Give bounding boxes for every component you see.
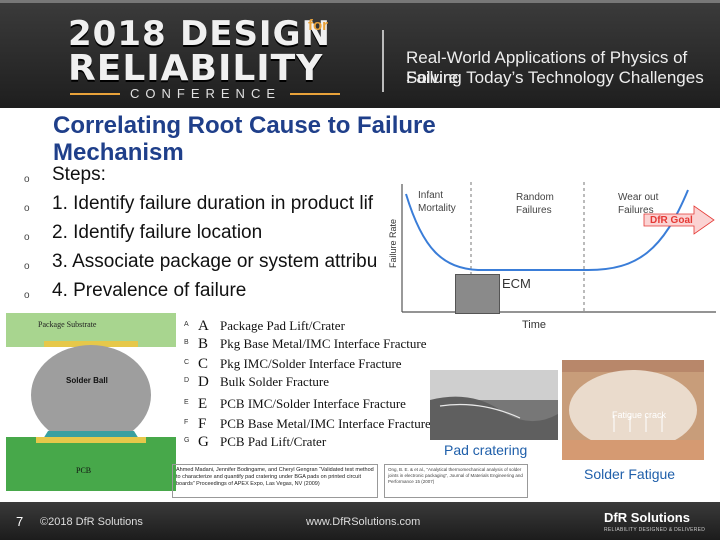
site-letter: B <box>198 336 209 352</box>
site-letter: A <box>198 318 209 334</box>
dfr-goal-label: DfR Goal <box>650 215 693 226</box>
logo-for: for <box>308 17 328 34</box>
pcb-pad <box>36 437 146 443</box>
solder-fatigue-caption: Solder Fatigue <box>584 466 676 482</box>
reference-2: Ong, B. E. & et al., “Analytical thermom… <box>384 464 528 498</box>
bullet-text: 1. Identify failure duration in product … <box>52 193 374 214</box>
site-description: Package Pad Lift/Crater <box>220 318 345 333</box>
site-letter: G <box>198 434 209 450</box>
conference-banner: 2018 DESIGN for RELIABILITY CONFERENCE R… <box>0 0 720 108</box>
site-code-small: D <box>184 377 190 384</box>
pcb-board <box>6 437 176 491</box>
region-label-line: Infant <box>418 190 443 201</box>
footer-url[interactable]: www.DfRSolutions.com <box>306 516 421 528</box>
site-code-small: G <box>184 437 190 444</box>
logo-rule-right <box>290 93 340 95</box>
site-letter: D <box>198 374 209 390</box>
y-axis-label: Failure Rate <box>388 219 398 268</box>
bullet-marker: o <box>24 174 30 185</box>
dfr-tagline: RELIABILITY DESIGNED & DELIVERED <box>604 527 706 533</box>
pad-cratering-caption: Pad cratering <box>444 442 528 458</box>
bullet-text: 4. Prevalence of failure <box>52 280 247 301</box>
failure-rate-curve <box>405 189 689 271</box>
reference-1: Ahmed Madani, Jennifer Bodingame, and Ch… <box>172 464 378 498</box>
site-code-small: C <box>184 359 190 366</box>
ecm-label: ECM <box>502 276 531 291</box>
logo-conference: CONFERENCE <box>130 86 282 101</box>
site-description: Pkg Base Metal/IMC Interface Fracture <box>220 336 427 351</box>
solder-ball-label: Solder Ball <box>66 376 108 385</box>
solder-ball <box>31 345 151 445</box>
site-code-small: E <box>184 399 189 406</box>
solder-fatigue-micrograph <box>562 360 704 460</box>
bullet-marker: o <box>24 232 30 243</box>
bullet-text: 2. Identify failure location <box>52 222 263 243</box>
banner-divider <box>382 30 384 92</box>
bullet-text: Steps: <box>52 164 106 185</box>
logo-year: 2018 <box>68 14 167 54</box>
region-label-line: Wear out <box>618 192 659 203</box>
ecm-micrograph <box>455 274 500 314</box>
substrate-label: Package Substrate <box>38 320 97 329</box>
package-cross-section: Package Substrate Solder Ball PCB <box>6 313 176 491</box>
site-description: PCB Base Metal/IMC Interface Fracture <box>220 416 431 431</box>
site-code-small: A <box>184 321 189 328</box>
dfr-logo: DfR Solutions <box>604 510 690 525</box>
site-description: Pkg IMC/Solder Interface Fracture <box>220 356 402 371</box>
pcb-label: PCB <box>76 466 91 475</box>
region-label-line: Mortality <box>418 203 456 214</box>
bullet-marker: o <box>24 203 30 214</box>
logo-reliability: RELIABILITY <box>68 48 324 89</box>
region-label-line: Failures <box>618 205 654 216</box>
copyright: ©2018 DfR Solutions <box>40 516 143 528</box>
bullet-text: 3. Associate package or system attribu <box>52 251 378 272</box>
dfr-goal-arrow <box>643 205 715 235</box>
site-letter: C <box>198 356 209 372</box>
banner-top-strip <box>0 0 720 3</box>
region-label-line: Random <box>516 192 554 203</box>
fatigue-crack-label: Fatigue crack <box>612 410 667 420</box>
region-label-line: Failures <box>516 205 552 216</box>
bullet-marker: o <box>24 261 30 272</box>
package-pad <box>44 341 138 347</box>
banner-tagline-2: Solving Today’s Technology Challenges <box>406 68 704 87</box>
package-svg: Package Substrate Solder Ball PCB <box>6 313 176 491</box>
site-code-small: B <box>184 339 189 346</box>
site-letter: E <box>198 396 208 412</box>
slide-title: Correlating Root Cause to Failure Mechan… <box>53 112 436 166</box>
banner-tagline-1: Real-World Applications of Physics of Fa… <box>406 48 688 87</box>
site-description: PCB IMC/Solder Interface Fracture <box>220 396 406 411</box>
solder-fatigue-svg <box>562 360 704 460</box>
footer-bar: 7 ©2018 DfR Solutions www.DfRSolutions.c… <box>0 502 720 540</box>
x-axis-label: Time <box>522 319 546 330</box>
slide-number: 7 <box>16 514 24 529</box>
site-code-small: F <box>184 419 189 426</box>
logo-design: DESIGN <box>180 14 331 54</box>
logo-rule-left <box>70 93 120 95</box>
bullet-marker: o <box>24 290 30 301</box>
site-description: PCB Pad Lift/Crater <box>220 434 327 449</box>
pad-cratering-micrograph <box>430 370 558 440</box>
site-letter: F <box>198 416 207 432</box>
pad-cratering-svg <box>430 370 558 440</box>
site-description: Bulk Solder Fracture <box>220 374 330 389</box>
